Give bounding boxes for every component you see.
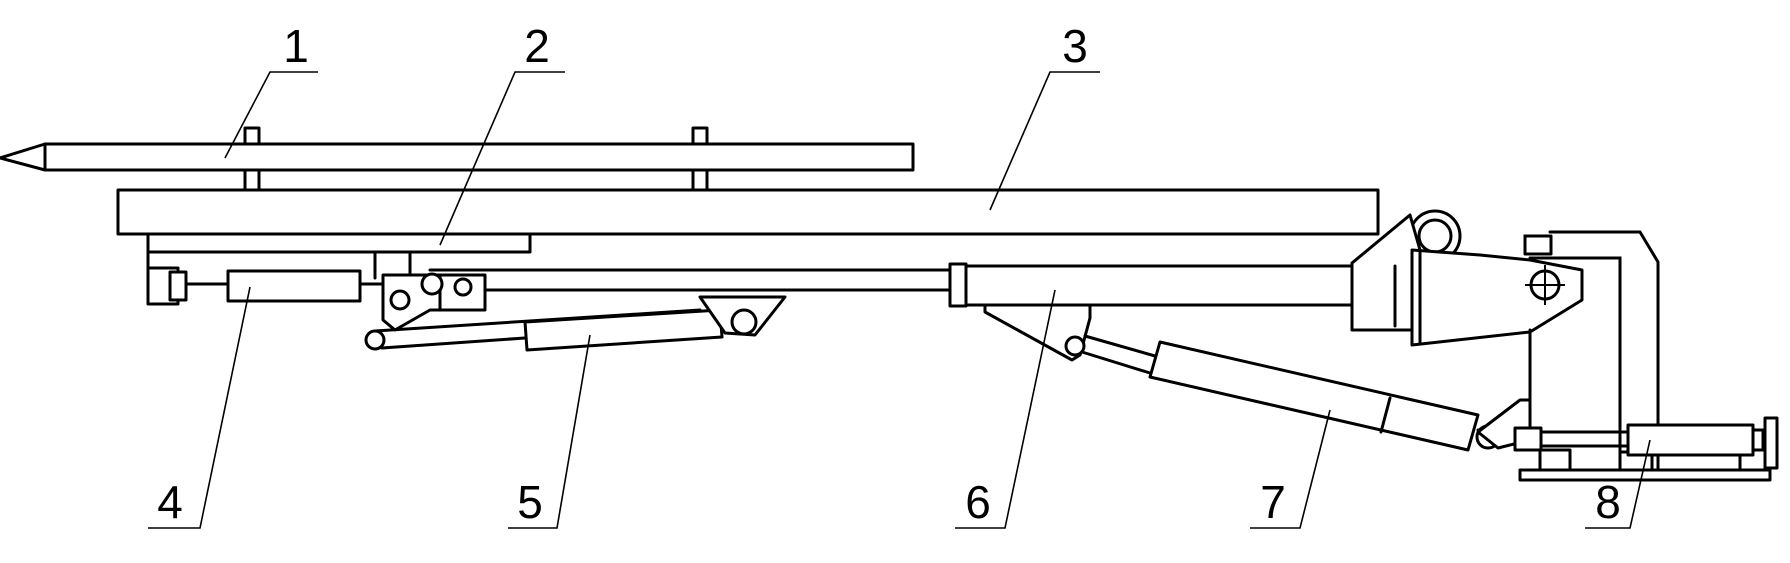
- part-5-cylinder: [364, 295, 787, 352]
- callout-4: 4: [157, 476, 183, 528]
- leader-7: [1250, 409, 1331, 529]
- callout-8: 8: [1595, 476, 1621, 528]
- part-3-main-beam: [116, 188, 1380, 236]
- part-1-drill-rod: [0, 126, 915, 192]
- callout-6: 6: [965, 476, 991, 528]
- leader-3: [989, 71, 1100, 211]
- leader-4: [148, 286, 251, 529]
- leader-2: [439, 71, 565, 246]
- leader-8: [1585, 439, 1651, 529]
- leader-6: [955, 289, 1056, 529]
- leader-1: [224, 71, 318, 159]
- leaders: [148, 71, 1651, 529]
- callout-1: 1: [283, 20, 309, 72]
- part-4-cylinder: [146, 266, 385, 306]
- pivot-head: [1350, 209, 1584, 347]
- boom-bracket: [983, 303, 1092, 362]
- part-2-plate: [146, 232, 532, 280]
- leader-5: [508, 334, 591, 529]
- front-hinge-block: [381, 272, 487, 332]
- callout-labels: 1 2 3 4 5 6 7 8: [157, 20, 1621, 528]
- callout-7: 7: [1260, 476, 1286, 528]
- callout-5: 5: [517, 476, 543, 528]
- callout-2: 2: [524, 20, 550, 72]
- part-8-base: [1513, 230, 1779, 482]
- part-6-boom: [428, 262, 1354, 308]
- part-7-cylinder: [1080, 334, 1532, 452]
- callout-3: 3: [1062, 20, 1088, 72]
